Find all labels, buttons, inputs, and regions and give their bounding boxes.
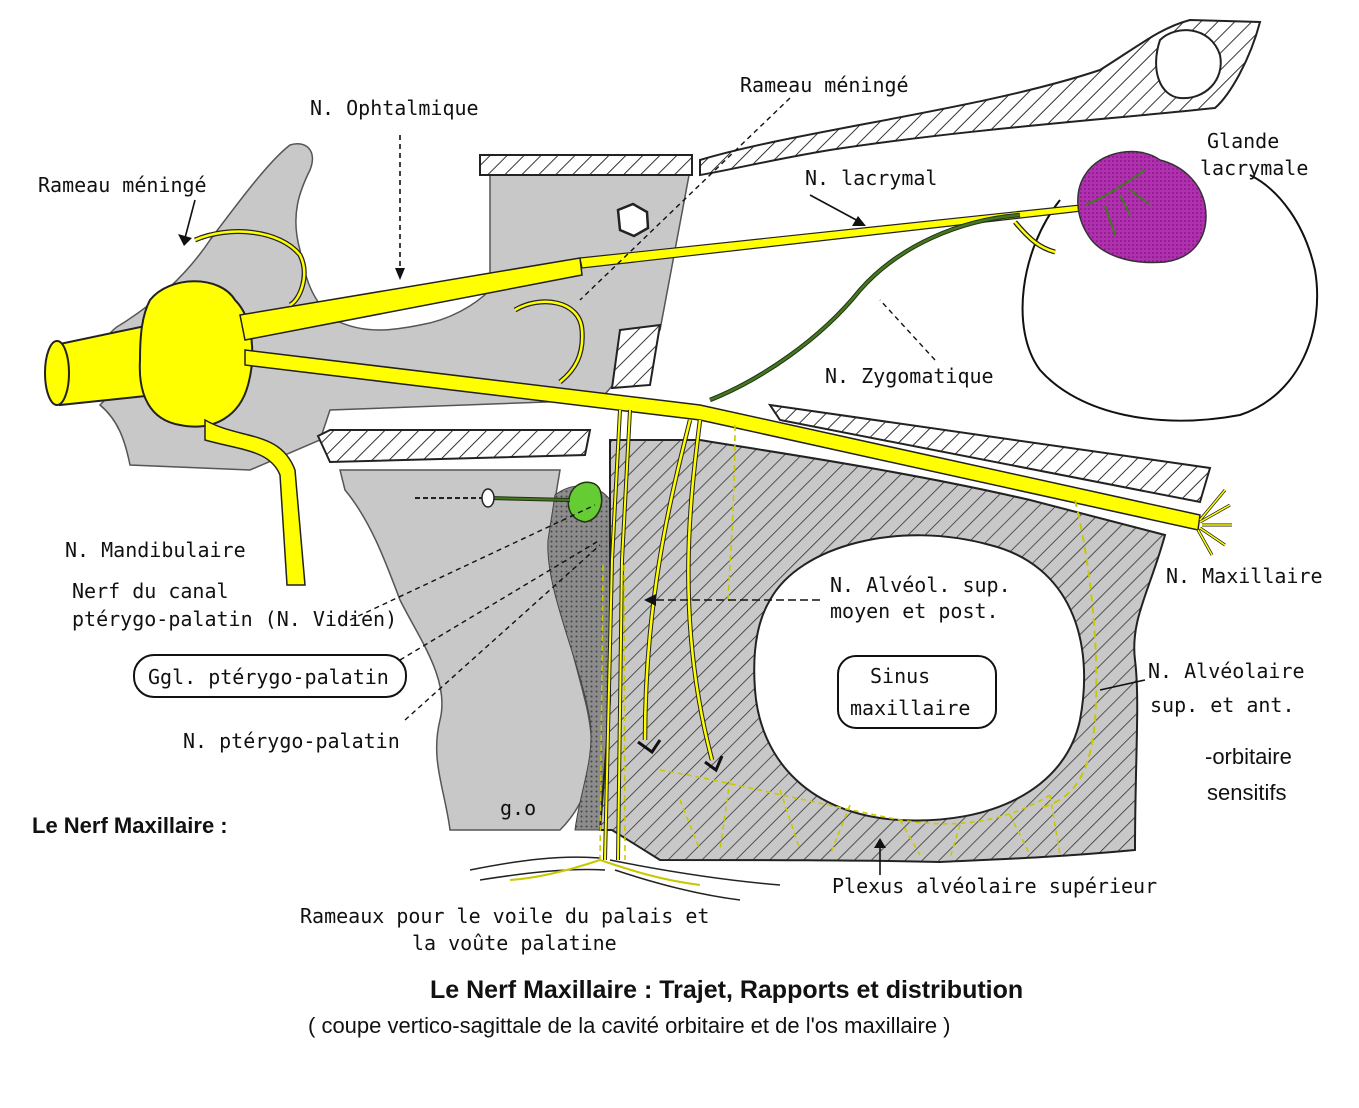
label-orbitaire: -orbitaire bbox=[1205, 744, 1292, 769]
label-n-alveolaire-1: N. Alvéolaire bbox=[1148, 659, 1305, 683]
caption-subtitle: ( coupe vertico-sagittale de la cavité o… bbox=[308, 1013, 951, 1038]
gasserian-ganglion bbox=[138, 280, 254, 428]
eyeball-outline bbox=[1021, 174, 1319, 422]
label-nerf-canal-1: Nerf du canal bbox=[72, 579, 229, 603]
leader-lacrymal bbox=[809, 194, 861, 223]
leader-zygomatique bbox=[879, 299, 936, 361]
label-go: g.o bbox=[500, 796, 536, 820]
leader-ganglion bbox=[399, 539, 601, 661]
label-rameau-meninge-left: Rameau méningé bbox=[38, 173, 207, 197]
label-plexus: Plexus alvéolaire supérieur bbox=[832, 874, 1157, 898]
lacrimal-gland bbox=[1077, 150, 1207, 264]
label-n-maxillaire: N. Maxillaire bbox=[1166, 564, 1323, 588]
palatine-nerve-dashed bbox=[599, 564, 626, 861]
superior-alveolar-plexus bbox=[659, 769, 1061, 859]
leader-rameau-left bbox=[184, 199, 196, 239]
gland-ducts bbox=[1084, 169, 1151, 236]
label-sinus-2: maxillaire bbox=[850, 696, 970, 720]
label-n-ophtalmique: N. Ophtalmique bbox=[310, 96, 479, 120]
label-glande-1: Glande bbox=[1207, 129, 1279, 153]
trigeminal-root-end bbox=[44, 340, 70, 406]
pterygopalatine-ganglion bbox=[567, 481, 603, 523]
label-nerf-canal-2: ptérygo-palatin (N. Vidien) bbox=[72, 607, 397, 631]
label-rameaux-1: Rameaux pour le voile du palais et bbox=[300, 904, 709, 928]
label-glande-2: lacrymale bbox=[1200, 156, 1308, 180]
label-le-nerf-left: Le Nerf Maxillaire : bbox=[32, 813, 228, 838]
label-sensitifs: sensitifs bbox=[1207, 780, 1286, 805]
label-rameau-meninge-top: Rameau méningé bbox=[740, 73, 909, 97]
hatched-plate-top bbox=[479, 154, 693, 176]
label-sinus-1: Sinus bbox=[870, 664, 930, 688]
mandibular-nerve bbox=[204, 418, 306, 586]
label-n-pterygo: N. ptérygo-palatin bbox=[183, 729, 400, 753]
sinus-label-box bbox=[837, 655, 997, 729]
leader-n-pterygo bbox=[404, 544, 601, 721]
orbital-roof-bone bbox=[699, 18, 1262, 177]
lacrimal-communicating-branch bbox=[1013, 220, 1056, 255]
label-n-alveol-2: moyen et post. bbox=[830, 599, 999, 623]
alveolar-arrowheads bbox=[637, 739, 724, 773]
leader-vidien bbox=[349, 504, 596, 621]
ophthalmic-nerve bbox=[239, 257, 583, 341]
vidian-canal-opening bbox=[481, 488, 495, 508]
middle-alveolar-nerve bbox=[727, 424, 736, 601]
label-n-alveol-1: N. Alvéol. sup. bbox=[830, 573, 1011, 597]
hatched-plate-lower bbox=[316, 429, 592, 464]
leader-rameau-top bbox=[579, 97, 791, 301]
palatal-branches-lines bbox=[469, 856, 781, 901]
label-n-zygomatique: N. Zygomatique bbox=[825, 364, 994, 388]
hatched-small-bone bbox=[610, 323, 662, 390]
anterior-superior-alveolar-nerve bbox=[1039, 499, 1098, 809]
leader-alveolaire-ant bbox=[1099, 679, 1146, 691]
label-n-lacrymal: N. lacrymal bbox=[805, 166, 937, 190]
infraorbital-terminal-branches bbox=[1196, 489, 1232, 556]
label-rameaux-2: la voûte palatine bbox=[412, 931, 617, 955]
label-ggl-pterygo: Ggl. ptérygo-palatin bbox=[148, 665, 389, 689]
frontal-sinus-cavity bbox=[1155, 29, 1222, 100]
label-n-alveolaire-2: sup. et ant. bbox=[1150, 693, 1295, 717]
hatched-strip-orbital-floor bbox=[767, 403, 1212, 504]
ggl-label-box bbox=[133, 654, 407, 698]
label-n-mandibulaire: N. Mandibulaire bbox=[65, 538, 246, 562]
foramen-rotundum bbox=[616, 202, 650, 238]
caption-title: Le Nerf Maxillaire : Trajet, Rapports et… bbox=[430, 976, 1023, 1004]
